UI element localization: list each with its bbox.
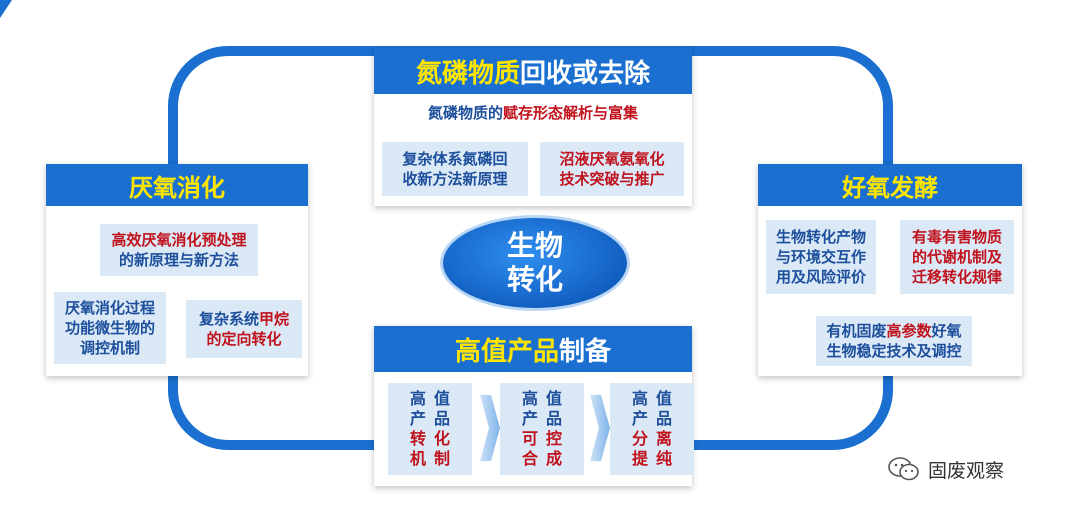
card-line: 调控机制	[79, 339, 140, 357]
step-chevron	[480, 395, 500, 461]
card-aerobic-stabilization: 有机固废高参数好氧生物稳定技术及调控	[816, 316, 972, 366]
card-line: 高参数	[886, 322, 932, 340]
panel-title: 好氧发酵	[758, 164, 1022, 206]
card-line: 复杂体系氮磷回	[402, 150, 508, 168]
step-separation-purification: 高值 产品 分离 提纯	[610, 383, 694, 475]
title-rest: 制备	[559, 336, 612, 367]
card-line: 收新方法新原理	[402, 170, 508, 188]
panel-subtitle: 氮磷物质的赋存形态解析与富集	[374, 102, 692, 123]
hub-line: 转化	[506, 263, 563, 296]
panel-anaerobic-digestion: 厌氧消化 高效厌氧消化预处理的新原理与新方法 厌氧消化过程功能微生物的调控机制 …	[46, 164, 308, 376]
step-conversion-mechanism: 高值 产品 转化 机制	[388, 383, 472, 475]
watermark-text: 固废观察	[928, 459, 1005, 482]
card-recovery-method: 复杂体系氮磷回收新方法新原理	[382, 142, 528, 196]
panel-nutrient-recovery: 氮磷物质回收或去除 氮磷物质的赋存形态解析与富集 复杂体系氮磷回收新方法新原理 …	[374, 48, 692, 206]
wechat-icon	[888, 457, 919, 481]
watermark: 固废观察	[888, 452, 1004, 486]
bioconversion-hub: 生物转化	[440, 215, 630, 311]
step-line: 可控	[521, 429, 570, 448]
card-line: 有机固废	[826, 322, 887, 340]
card-line: 复杂系统	[198, 310, 259, 328]
step-controlled-synthesis: 高值 产品 可控 合成	[500, 383, 584, 475]
card-line: 与环境交互作	[775, 248, 866, 266]
card-line: 甲烷	[259, 310, 290, 328]
card-pretreatment: 高效厌氧消化预处理的新原理与新方法	[100, 224, 258, 276]
card-line: 厌氧消化过程	[64, 299, 155, 317]
hub-line: 生物	[506, 229, 563, 262]
step-line: 产品	[409, 409, 458, 428]
panel-title: 氮磷物质回收或去除	[374, 48, 692, 94]
subtitle-part: 氮磷物质的	[427, 104, 503, 122]
card-line: 沼液厌氧氨氧化	[559, 150, 665, 168]
title-highlight: 好氧发酵	[842, 173, 938, 202]
card-line: 高效厌氧消化预处理	[111, 231, 247, 249]
step-line: 提纯	[631, 449, 680, 468]
card-line: 用及风险评价	[775, 268, 866, 286]
card-functional-microbes: 厌氧消化过程功能微生物的调控机制	[54, 292, 166, 364]
step-line: 分离	[631, 429, 680, 448]
card-methane-conversion: 复杂系统甲烷的定向转化	[186, 300, 302, 358]
card-line: 的新原理与新方法	[118, 251, 239, 269]
step-chevron	[590, 395, 610, 461]
panel-title: 高值产品制备	[374, 326, 692, 372]
card-line: 生物转化产物	[775, 228, 866, 246]
step-line: 产品	[521, 409, 570, 428]
card-line: 的代谢机制及	[911, 248, 1002, 266]
step-line: 转化	[409, 429, 458, 448]
card-toxic-metabolism: 有毒有害物质的代谢机制及迁移转化规律	[900, 220, 1014, 294]
card-anammox: 沼液厌氧氨氧化技术突破与推广	[540, 142, 684, 196]
panel-aerobic-fermentation: 好氧发酵 生物转化产物与环境交互作用及风险评价 有毒有害物质的代谢机制及迁移转化…	[758, 164, 1022, 376]
title-highlight: 氮磷物质	[415, 58, 520, 89]
title-rest: 回收或去除	[520, 58, 651, 89]
step-line: 产品	[631, 409, 680, 428]
card-line: 有毒有害物质	[911, 228, 1002, 246]
step-line: 机制	[409, 449, 458, 468]
card-line: 的定向转化	[206, 330, 282, 348]
subtitle-part: 赋存形态解析与富集	[503, 104, 639, 122]
card-line: 迁移转化规律	[911, 268, 1002, 286]
card-line: 生物稳定技术及调控	[826, 342, 962, 360]
card-line: 好氧	[931, 322, 962, 340]
step-line: 高值	[521, 389, 570, 408]
panel-title: 厌氧消化	[46, 164, 308, 206]
step-line: 高值	[409, 389, 458, 408]
title-highlight: 厌氧消化	[129, 173, 225, 202]
step-line: 合成	[521, 449, 570, 468]
card-line: 技术突破与推广	[559, 170, 665, 188]
step-line: 高值	[631, 389, 680, 408]
title-highlight: 高值产品	[454, 336, 559, 367]
card-line: 功能微生物的	[64, 319, 155, 337]
card-risk-evaluation: 生物转化产物与环境交互作用及风险评价	[766, 220, 876, 294]
